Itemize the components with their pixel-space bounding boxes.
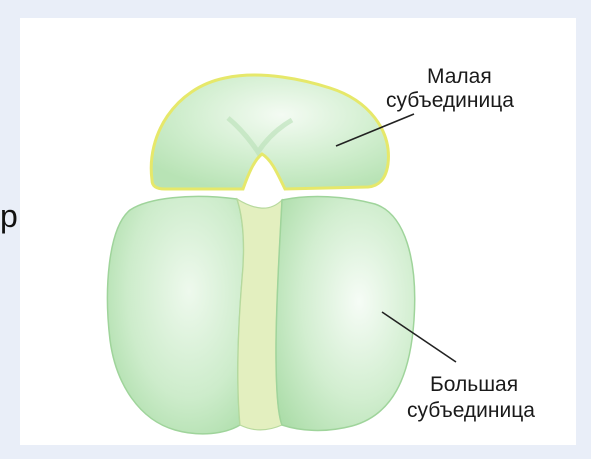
small-subunit-label-line2: субъединица bbox=[386, 89, 514, 112]
central-channel bbox=[237, 199, 282, 430]
small-subunit bbox=[151, 75, 388, 189]
small-subunit-label-line1: Малая bbox=[427, 65, 492, 88]
large-subunit-label-line1: Большая bbox=[430, 373, 518, 396]
large-subunit-right-lobe bbox=[276, 197, 415, 431]
large-subunit-left-lobe bbox=[107, 196, 243, 433]
large-subunit-label-line2: субъединица bbox=[407, 399, 535, 422]
